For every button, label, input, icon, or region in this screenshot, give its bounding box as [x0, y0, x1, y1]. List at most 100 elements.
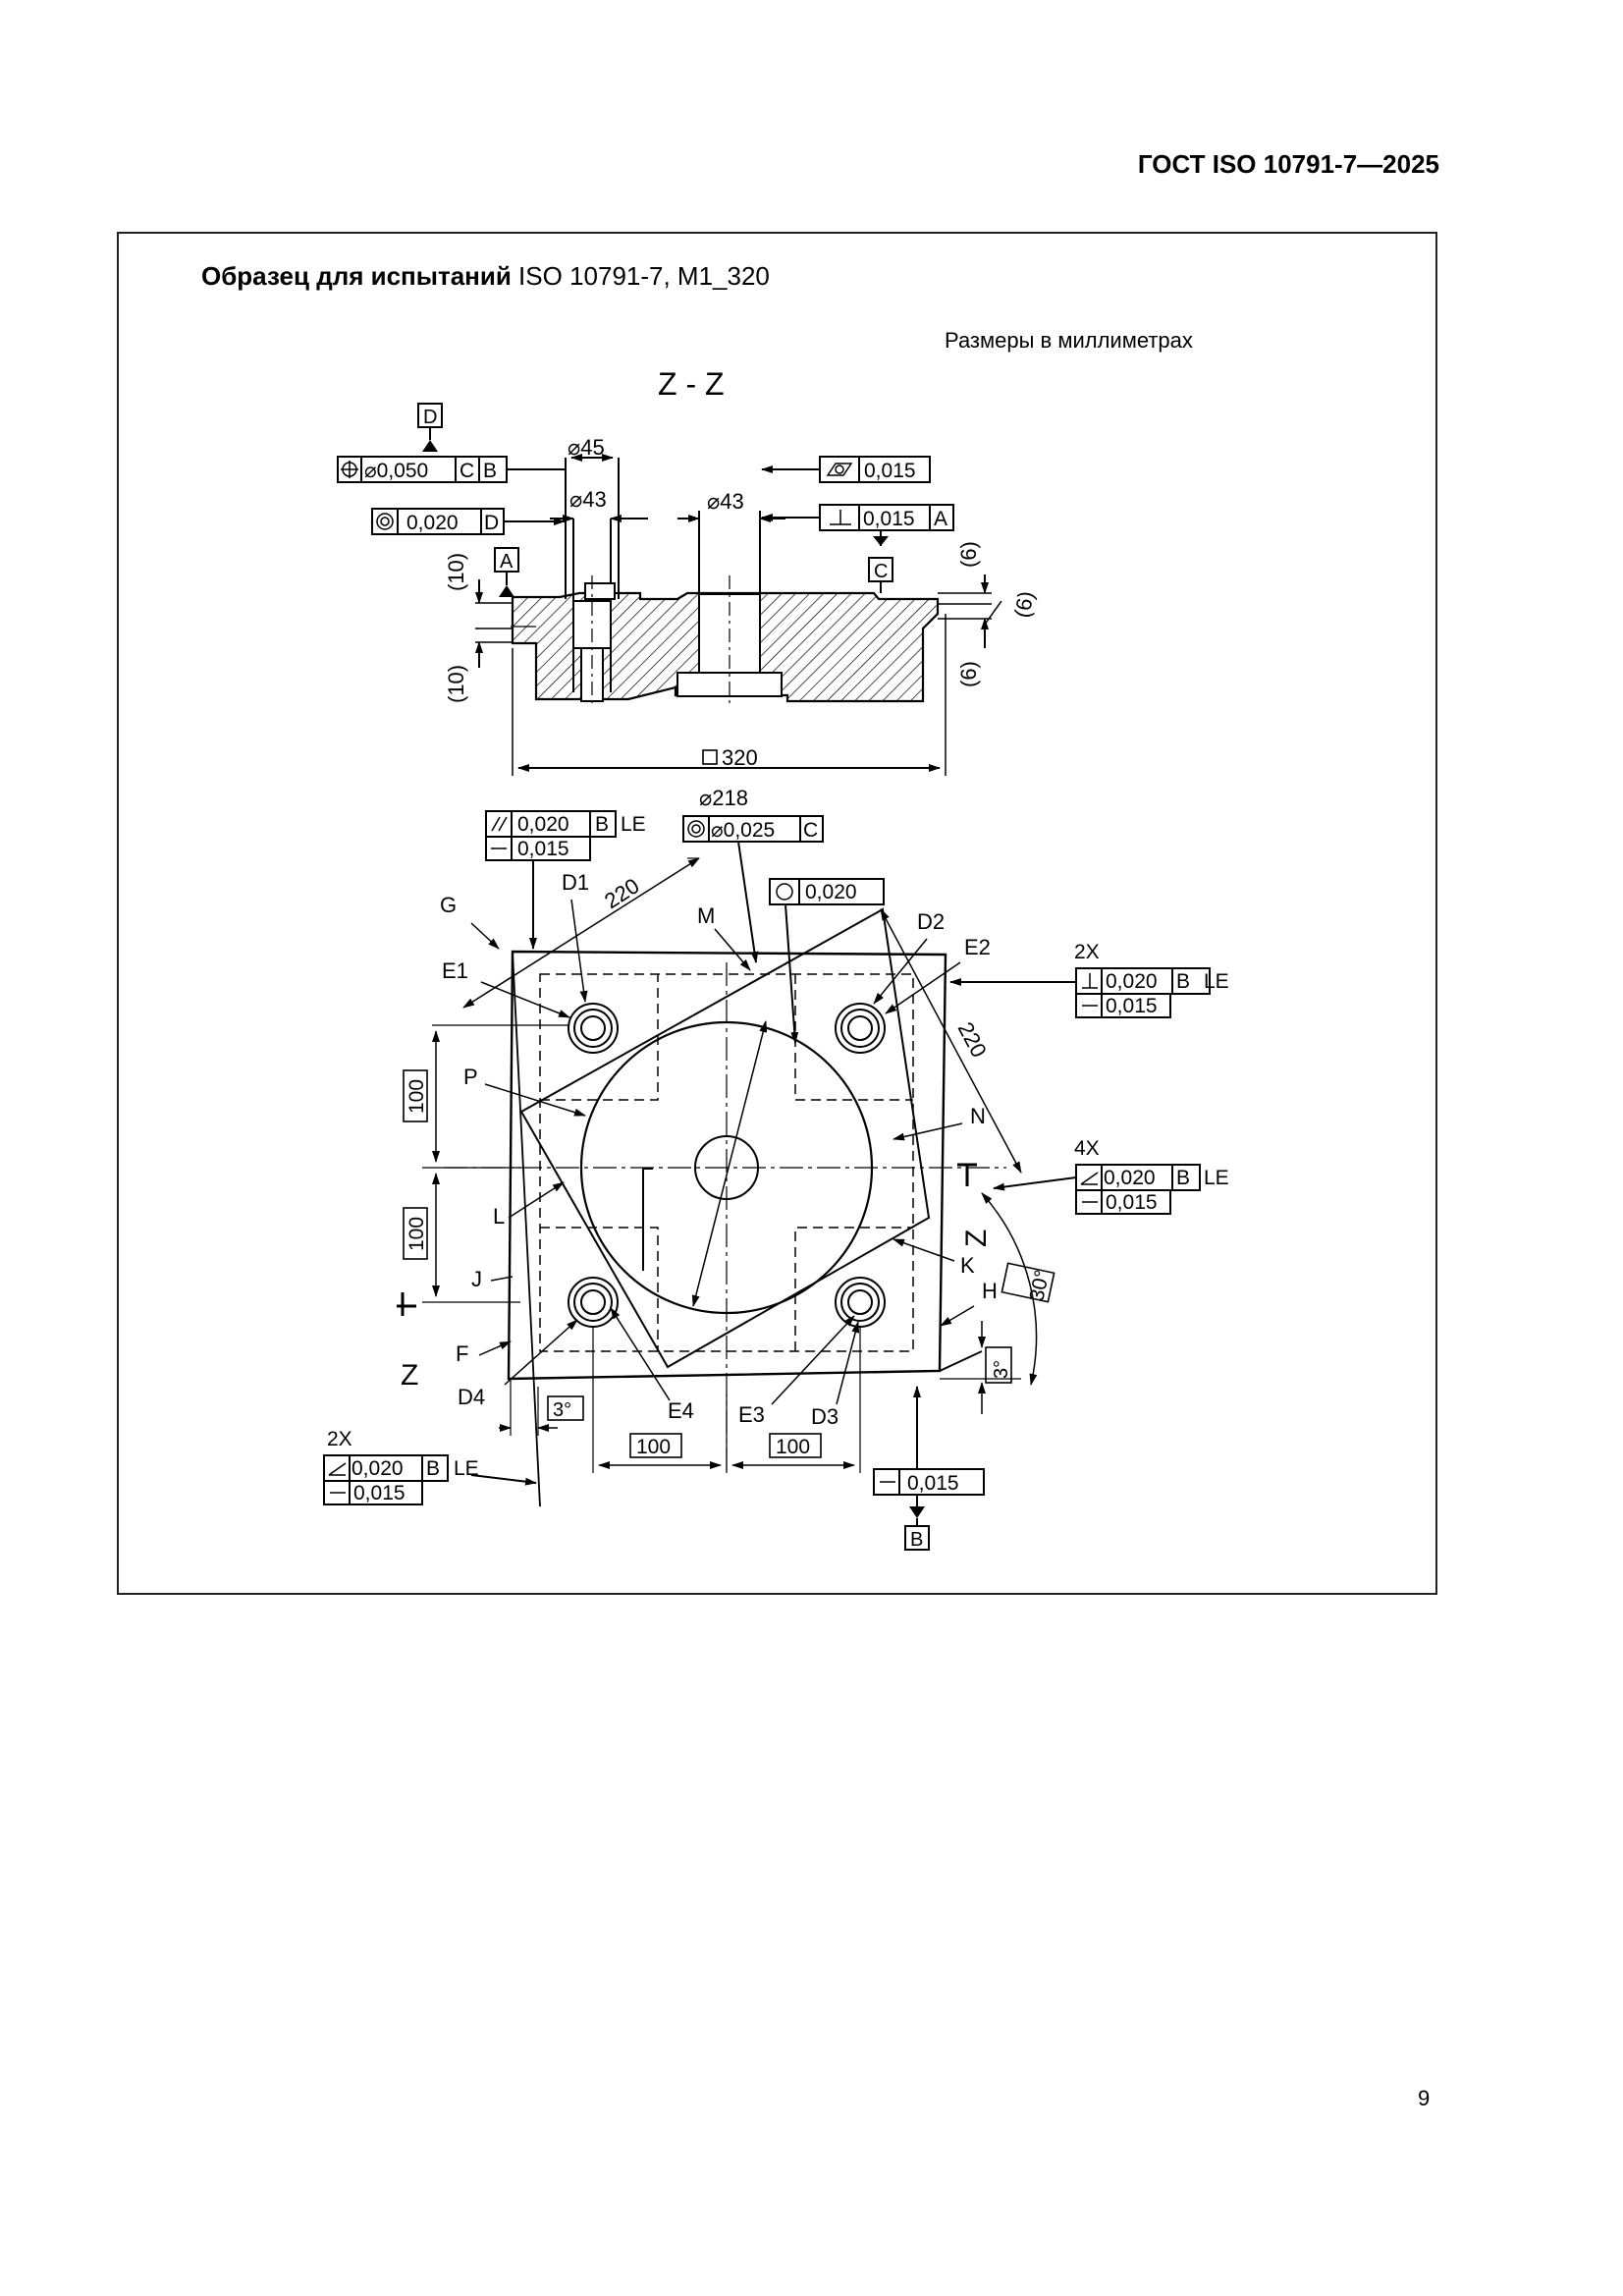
dim-220-left: 220: [600, 873, 643, 913]
dim-10-bottom: (10): [444, 665, 468, 703]
fcf-round-tol: 0,020: [805, 881, 857, 903]
figure-title-bold: Образец для испытаний: [201, 261, 512, 291]
fcf-cylindricity: 0,015: [819, 456, 931, 483]
fcf-angle-2x-ref: B: [426, 1457, 440, 1480]
datum-a-label: A: [500, 551, 514, 573]
figure-title-rest: ISO 10791-7, M1_320: [511, 261, 770, 291]
fcf-position-ref1: C: [460, 460, 474, 482]
fcf-coax-d-tol: 0,020: [406, 512, 459, 534]
fcf-angle-2x-flat: 0,015: [353, 1482, 406, 1504]
fcf-angle-4x-flat: 0,015: [1106, 1191, 1158, 1214]
dim-d43-left: ⌀43: [569, 487, 607, 512]
fcf-position-ref2: B: [483, 460, 497, 482]
label-m: M: [697, 903, 715, 928]
fcf-perp-a-ref: A: [934, 508, 947, 530]
dim-d45: ⌀45: [568, 435, 605, 460]
units-note: Размеры в миллиметрах: [945, 328, 1193, 353]
fcf-perp-2x-tol: 0,020: [1106, 970, 1158, 993]
fcf-parallel-tol: 0,020: [517, 813, 569, 836]
label-g: G: [440, 893, 457, 917]
dim-100-h1: 100: [636, 1436, 671, 1458]
angle-3-right-box: [985, 1346, 1012, 1384]
bolt-d1: [568, 1003, 619, 1054]
fcf-position-tol: ⌀0,050: [364, 460, 428, 482]
fcf-angle-2x: 2X 0,020 B LE 0,015: [323, 1428, 479, 1505]
label-e2: E2: [964, 935, 991, 959]
figure-title: Образец для испытаний ISO 10791-7, M1_32…: [201, 261, 770, 292]
fcf-flat-b-tol: 0,015: [907, 1472, 959, 1495]
label-e3: E3: [738, 1402, 765, 1427]
fcf-perp-a-tol: 0,015: [863, 508, 915, 530]
fcf-coax-c-ref: C: [803, 819, 818, 842]
fcf-coaxiality-d: 0,020 D: [371, 508, 505, 535]
label-d1: D1: [562, 870, 589, 895]
fcf-perp-2x-flat: 0,015: [1106, 995, 1158, 1017]
datum-c-label: C: [874, 561, 888, 582]
fcf-perpendicular-a: 0,015 A: [819, 504, 954, 531]
bolt-d4: [568, 1277, 619, 1328]
fcf-coax-c: ⌀0,025 C: [682, 815, 824, 843]
angle-30: 30°: [1025, 1268, 1054, 1303]
dim-6-bottom: (6): [956, 661, 981, 687]
section-label: Z - Z: [658, 366, 725, 402]
figure-frame: [117, 232, 1437, 1595]
label-d3: D3: [811, 1404, 839, 1429]
fcf-angle-4x-ref: B: [1176, 1167, 1190, 1189]
section-view: Z - Z D ⌀0,050 C B 0,020 D: [337, 366, 1039, 776]
fcf-parallel-ref: B: [595, 813, 609, 836]
dim-100-v1-box: [403, 1069, 428, 1122]
fcf-angle-2x-tol: 0,020: [352, 1457, 404, 1480]
fcf-round: 0,020: [769, 878, 885, 905]
fcf-parallel: 0,020 B LE 0,015: [485, 810, 646, 861]
label-k: K: [960, 1253, 975, 1278]
label-e4: E4: [668, 1398, 694, 1423]
section-z-right: Z: [960, 1230, 993, 1247]
angle-30-box: [1001, 1262, 1055, 1303]
label-e1: E1: [442, 958, 468, 983]
label-l: L: [493, 1204, 505, 1229]
fcf-angle-4x-count: 4X: [1074, 1137, 1100, 1160]
page-number: 9: [1418, 2086, 1431, 2110]
dim-320: 320: [722, 745, 758, 770]
fcf-perp-2x-ref: B: [1176, 970, 1190, 993]
fcf-perp-2x-count: 2X: [1074, 941, 1100, 963]
label-f: F: [456, 1341, 468, 1366]
dim-6-right: (6): [1009, 589, 1038, 620]
fcf-angle-4x-tol: 0,020: [1104, 1167, 1156, 1189]
bolt-d3: [835, 1277, 886, 1328]
plan-view: ⌀218 0,020 B LE 0,015 ⌀0,025 C: [323, 786, 1229, 1551]
datum-d-label: D: [423, 407, 437, 428]
dim-6-top: (6): [956, 541, 981, 568]
fcf-perp-2x-note: LE: [1204, 970, 1229, 993]
bolt-d2: [835, 1003, 886, 1054]
fcf-angle-4x: 4X 0,020 B LE 0,015: [1074, 1137, 1229, 1215]
fcf-angle-2x-count: 2X: [327, 1428, 352, 1450]
dim-d218: ⌀218: [699, 786, 748, 810]
fcf-parallel-note: LE: [621, 813, 646, 836]
fcf-angle-4x-note: LE: [1204, 1167, 1229, 1189]
label-p: P: [463, 1065, 478, 1089]
fcf-perp-2x: 2X 0,020 B LE 0,015: [1074, 941, 1229, 1018]
fcf-angle-2x-note: LE: [454, 1457, 479, 1480]
dim-d43-center: ⌀43: [707, 489, 744, 514]
section-z-left: Z: [401, 1359, 418, 1392]
dim-100-h1-box: [629, 1433, 682, 1458]
label-n: N: [970, 1104, 986, 1128]
dim-100-h2-box: [769, 1433, 822, 1458]
datum-b-label: B: [910, 1529, 923, 1551]
fcf-parallel-flat: 0,015: [517, 838, 569, 860]
label-d2: D2: [917, 909, 945, 934]
label-j: J: [471, 1267, 482, 1291]
angle-3-bottom: 3°: [553, 1399, 571, 1421]
angle-3-right: 3°: [991, 1360, 1012, 1379]
fcf-coax-c-tol: ⌀0,025: [711, 819, 775, 842]
dim-100-v2-box: [403, 1207, 428, 1260]
dim-100-v1: 100: [406, 1079, 428, 1114]
angle-3-bottom-box: [547, 1395, 584, 1421]
fcf-cyl-tol: 0,015: [864, 460, 916, 482]
dim-100-v2: 100: [406, 1217, 428, 1251]
label-d4: D4: [458, 1385, 485, 1409]
fcf-coax-d-ref: D: [484, 512, 499, 534]
dim-100-h2: 100: [776, 1436, 810, 1458]
